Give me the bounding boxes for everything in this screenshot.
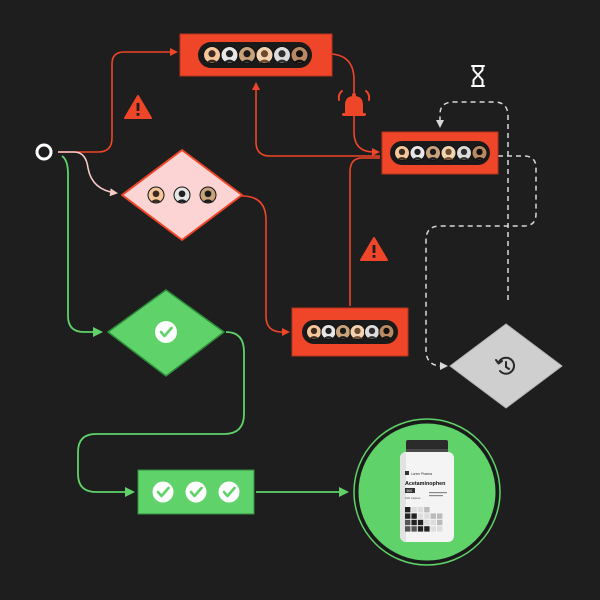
avatar-icon (456, 145, 472, 161)
connector-start-to-top-alert (58, 48, 178, 153)
triple-approval-group[interactable] (137, 469, 255, 515)
connector-escalation-to-top-alert (252, 82, 380, 157)
connector-start-to-pending-review (58, 151, 118, 197)
check-circle-icon (155, 321, 177, 343)
avatar-icon (409, 145, 426, 161)
avatar-icon (255, 46, 274, 64)
bottle-pattern-cell (424, 513, 430, 519)
connector-second-alert-to-escalation (349, 157, 380, 306)
bottle-pattern-cell (424, 526, 430, 532)
bottle-pattern-cell (405, 507, 411, 513)
bottle-pattern-cell (405, 513, 411, 519)
avatar-icon (220, 46, 239, 64)
product-strength: 500 (407, 489, 413, 493)
check-circle-icon (152, 481, 174, 503)
bottle-pattern-cell (411, 507, 417, 513)
connector-start-to-approved (61, 155, 103, 337)
connector-dashed-escalation-to-retry (425, 155, 537, 370)
bottle-pattern-cell (405, 519, 411, 526)
avatar-icon (440, 145, 457, 161)
avatar-row (306, 324, 395, 340)
bottle-pattern-cell (437, 526, 443, 532)
check-circle-icon (218, 481, 240, 503)
bottle-pattern-cell (417, 513, 424, 519)
bottle-pattern-cell (430, 519, 436, 526)
bottle-pattern-cell (430, 513, 436, 519)
alarm-bell-icon (337, 90, 371, 116)
escalation-group[interactable] (381, 131, 499, 175)
retry-clock-icon (495, 356, 515, 375)
second-alert-group[interactable] (291, 307, 409, 357)
bottle-pattern-cell (411, 513, 417, 519)
bottle-pattern-cell (411, 519, 417, 526)
avatar-icon (290, 46, 309, 64)
start-node-circle-icon[interactable] (35, 143, 53, 161)
bottle-pattern-cell (411, 526, 417, 532)
retry-wait-decision[interactable] (449, 323, 563, 409)
product-name: Acetaminophen (405, 481, 445, 487)
bottle-pattern-cell (424, 519, 430, 526)
hourglass-icon (471, 65, 485, 87)
connector-dashed-wait-to-escalation (436, 101, 509, 300)
avatar-icon (349, 324, 366, 340)
avatar-icon (335, 324, 351, 340)
avatar-icon (238, 46, 256, 64)
bottle-pattern (405, 507, 443, 532)
connector-approved-to-triple (77, 331, 245, 497)
bottle-pattern-cell (417, 507, 424, 513)
avatar-row (203, 46, 309, 64)
warning-triangle-icon (124, 95, 152, 119)
avatar-icon (471, 145, 488, 161)
avatar-icon (425, 145, 441, 161)
approved-decision[interactable] (107, 289, 225, 377)
avatar-row (147, 186, 217, 204)
product-count: 100 caplets (405, 496, 421, 500)
connector-top-alert-to-escalation (331, 53, 380, 156)
bottle-pattern-cell (417, 519, 424, 526)
avatar-icon (306, 324, 322, 340)
bottle-pattern-cell (437, 513, 443, 519)
warning-triangle-icon (360, 237, 388, 261)
avatar-icon (273, 46, 291, 64)
product-brand: Lorem Pharma (411, 472, 432, 476)
connector-pending-to-second-alert (241, 195, 290, 336)
product-node[interactable]: Lorem Pharma Acetaminophen 500 100 caple… (353, 418, 501, 566)
bottle-pattern-cell (405, 526, 411, 532)
bottle-pattern-cell (417, 526, 424, 532)
bottle-pattern-cell (437, 519, 443, 526)
avatar-icon (173, 186, 191, 204)
medicine-bottle: Lorem Pharma Acetaminophen 500 100 caple… (400, 440, 454, 542)
avatar-icon (378, 324, 395, 340)
bottle-pattern-cell (430, 526, 436, 532)
avatar-icon (199, 186, 217, 204)
avatar-icon (147, 186, 165, 204)
bottle-pattern-cell (424, 507, 430, 513)
avatar-row (394, 145, 488, 161)
avatar-icon (203, 46, 221, 64)
check-circle-icon (185, 481, 207, 503)
avatar-icon (320, 324, 337, 340)
top-alert-group[interactable] (179, 33, 333, 77)
avatar-icon (364, 324, 380, 340)
avatar-icon (394, 145, 410, 161)
pending-review-decision[interactable] (121, 149, 243, 241)
